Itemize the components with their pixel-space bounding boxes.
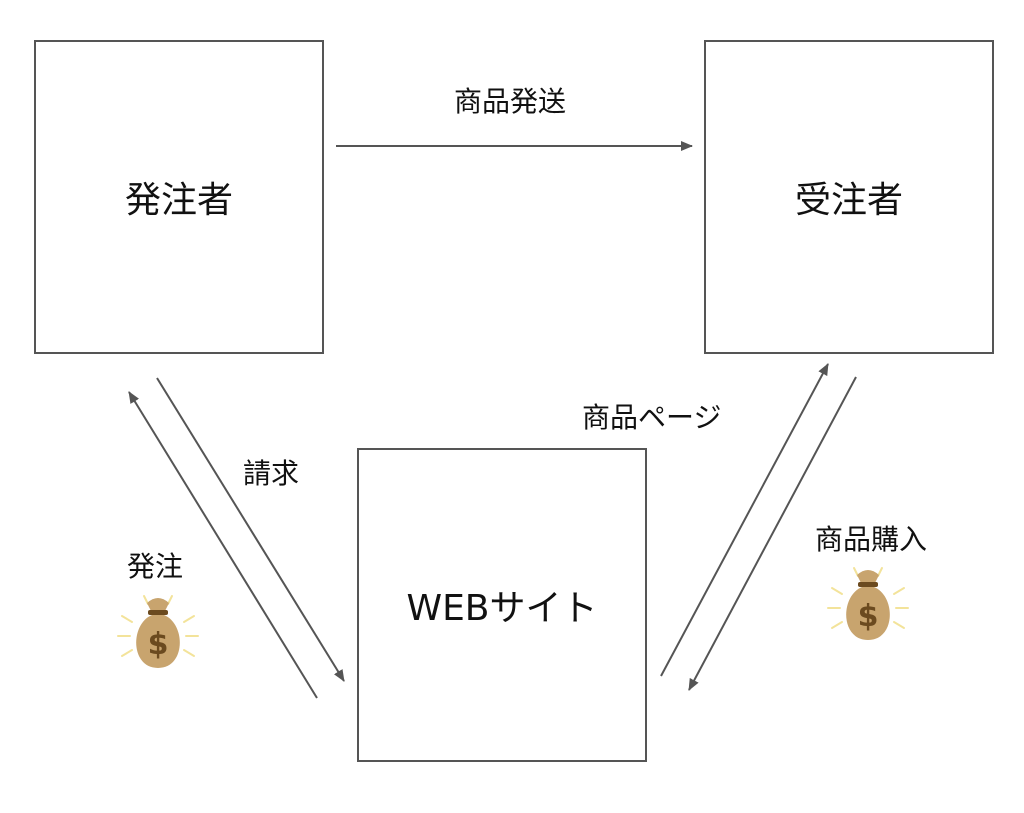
arrow-billing: [156, 377, 345, 682]
arrow-purchase: [688, 376, 857, 691]
edge-label-order: 発注: [127, 550, 184, 583]
edge-label-ship: 商品発送: [454, 85, 567, 118]
svg-text:$: $: [148, 627, 169, 662]
node-website: WEBサイト: [357, 448, 647, 762]
node-website-label: WEBサイト: [406, 588, 598, 629]
node-orderer: 発注者: [34, 40, 324, 354]
edge-label-billing: 請求: [243, 457, 300, 490]
svg-text:$: $: [858, 599, 879, 634]
money-bag-icon: $: [117, 595, 199, 668]
arrow-product-page: [660, 363, 829, 677]
arrow-order: [128, 391, 318, 699]
node-contractor: 受注者: [704, 40, 994, 354]
money-bag-icon: $: [827, 567, 909, 640]
node-contractor-label: 受注者: [794, 180, 903, 221]
node-orderer-label: 発注者: [124, 180, 233, 221]
edge-label-purchase: 商品購入: [815, 523, 928, 556]
edge-label-product-page: 商品ページ: [582, 401, 722, 434]
